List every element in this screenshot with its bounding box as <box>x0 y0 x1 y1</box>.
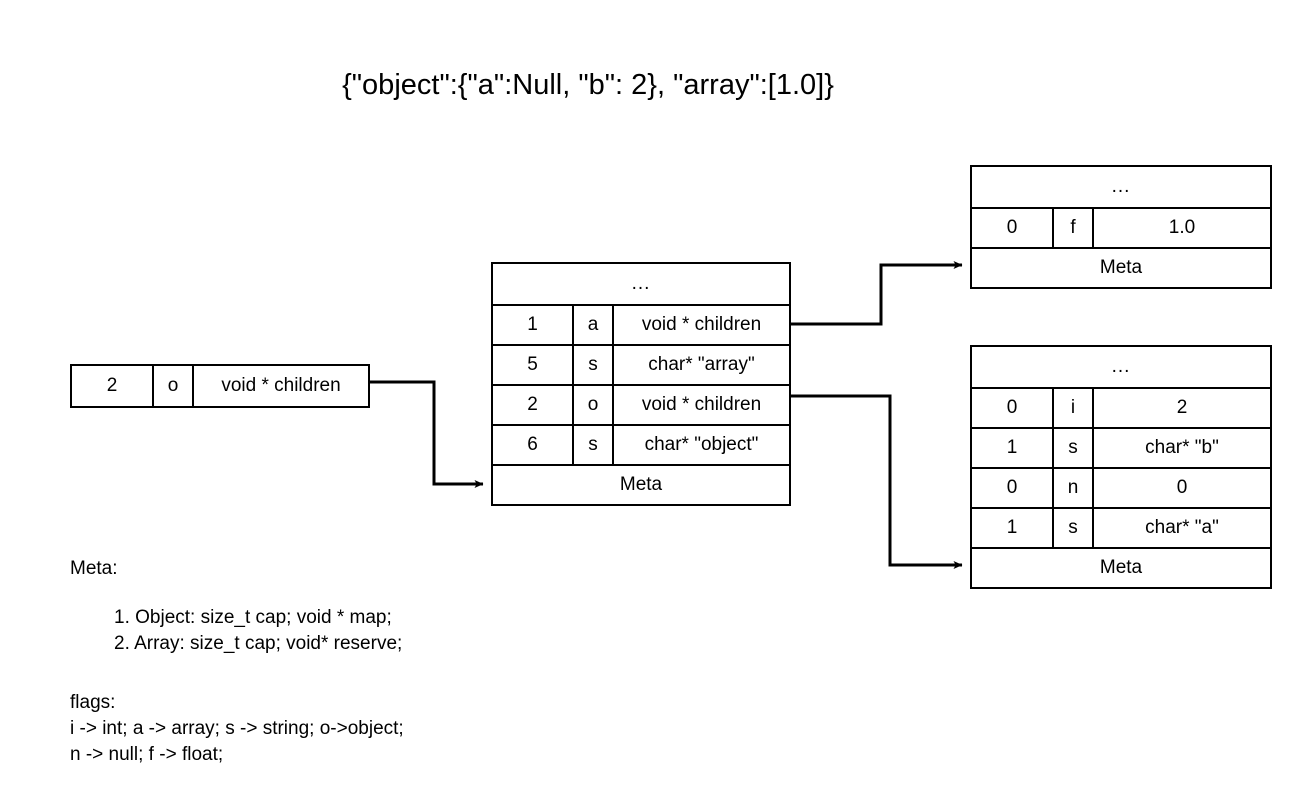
cell-flag: s <box>1052 509 1092 547</box>
cell-flag: n <box>1052 469 1092 507</box>
cell-value: char* "array" <box>612 346 789 384</box>
legend-flags-line: n -> null; f -> float; <box>70 744 224 765</box>
legend-flags-line: i -> int; a -> array; s -> string; o->ob… <box>70 718 404 739</box>
cell-flag: a <box>572 306 612 344</box>
cell-value: 1.0 <box>1092 209 1270 247</box>
cell-flag: s <box>572 346 612 384</box>
cell-value: char* "object" <box>612 426 789 464</box>
table-row: 0 i 2 <box>972 387 1270 427</box>
table-header-ellipsis: ... <box>493 264 789 304</box>
cell-index: 0 <box>1006 397 1018 418</box>
ellipsis-label: ... <box>1111 176 1131 197</box>
cell-index: 2 <box>106 375 118 396</box>
table-header-ellipsis: ... <box>972 347 1270 387</box>
object-children-node: ... 1 a void * children 5 s char* "array… <box>491 262 791 506</box>
ellipsis-label: ... <box>1111 356 1131 377</box>
legend-meta-list: 1. Object: size_t cap; void * map; 2. Ar… <box>114 605 402 657</box>
cell-flag: i <box>1052 389 1092 427</box>
table-row: 1 s char* "b" <box>972 427 1270 467</box>
cell-index: 1 <box>527 314 538 335</box>
table-footer-meta: Meta <box>972 547 1270 587</box>
connector-root-to-object-children <box>370 380 484 488</box>
legend-meta-item: 1. Object: size_t cap; void * map; <box>114 607 392 628</box>
legend-flags-title: flags: <box>70 692 116 713</box>
ellipsis-label: ... <box>631 273 651 294</box>
cell-flag: o <box>572 386 612 424</box>
meta-label: Meta <box>1099 557 1143 578</box>
cell-value: void * children <box>612 306 789 344</box>
inner-object-children-node: ... 0 i 2 1 s char* "b" 0 n 0 1 s char* … <box>970 345 1272 589</box>
cell-index: 5 <box>527 354 538 375</box>
cell-index: 2 <box>527 394 538 415</box>
cell-index: 0 <box>1006 477 1018 498</box>
array-children-node: ... 0 f 1.0 Meta <box>970 165 1272 289</box>
meta-label: Meta <box>1099 257 1143 278</box>
connector-object-to-inner-object-children <box>791 394 963 569</box>
table-footer-meta: Meta <box>972 247 1270 287</box>
table-row: 2 o void * children <box>72 366 368 406</box>
connector-object-to-array-children <box>791 261 963 326</box>
table-row: 0 n 0 <box>972 467 1270 507</box>
cell-value: 0 <box>1092 469 1270 507</box>
legend-meta-title: Meta: <box>70 558 118 579</box>
cell-value: 2 <box>1092 389 1270 427</box>
cell-flag: s <box>572 426 612 464</box>
table-row: 5 s char* "array" <box>493 344 789 384</box>
cell-flag: f <box>1052 209 1092 247</box>
table-row: 2 o void * children <box>493 384 789 424</box>
table-row: 1 s char* "a" <box>972 507 1270 547</box>
table-header-ellipsis: ... <box>972 167 1270 207</box>
root-node: 2 o void * children <box>70 364 370 408</box>
meta-label: Meta <box>619 474 663 495</box>
cell-flag: s <box>1052 429 1092 467</box>
cell-index: 0 <box>1006 217 1018 238</box>
cell-value: char* "b" <box>1092 429 1270 467</box>
table-row: 6 s char* "object" <box>493 424 789 464</box>
legend-flags: flags: i -> int; a -> array; s -> string… <box>70 690 404 768</box>
cell-value: char* "a" <box>1092 509 1270 547</box>
cell-index: 1 <box>1006 517 1018 538</box>
page-title: {"object":{"a":Null, "b": 2}, "array":[1… <box>342 69 834 101</box>
cell-value: void * children <box>192 366 368 406</box>
table-row: 0 f 1.0 <box>972 207 1270 247</box>
cell-index: 1 <box>1006 437 1018 458</box>
cell-flag: o <box>152 366 192 406</box>
cell-value: void * children <box>612 386 789 424</box>
cell-index: 6 <box>527 434 538 455</box>
table-row: 1 a void * children <box>493 304 789 344</box>
legend-meta-item: 2. Array: size_t cap; void* reserve; <box>114 633 403 654</box>
table-footer-meta: Meta <box>493 464 789 504</box>
